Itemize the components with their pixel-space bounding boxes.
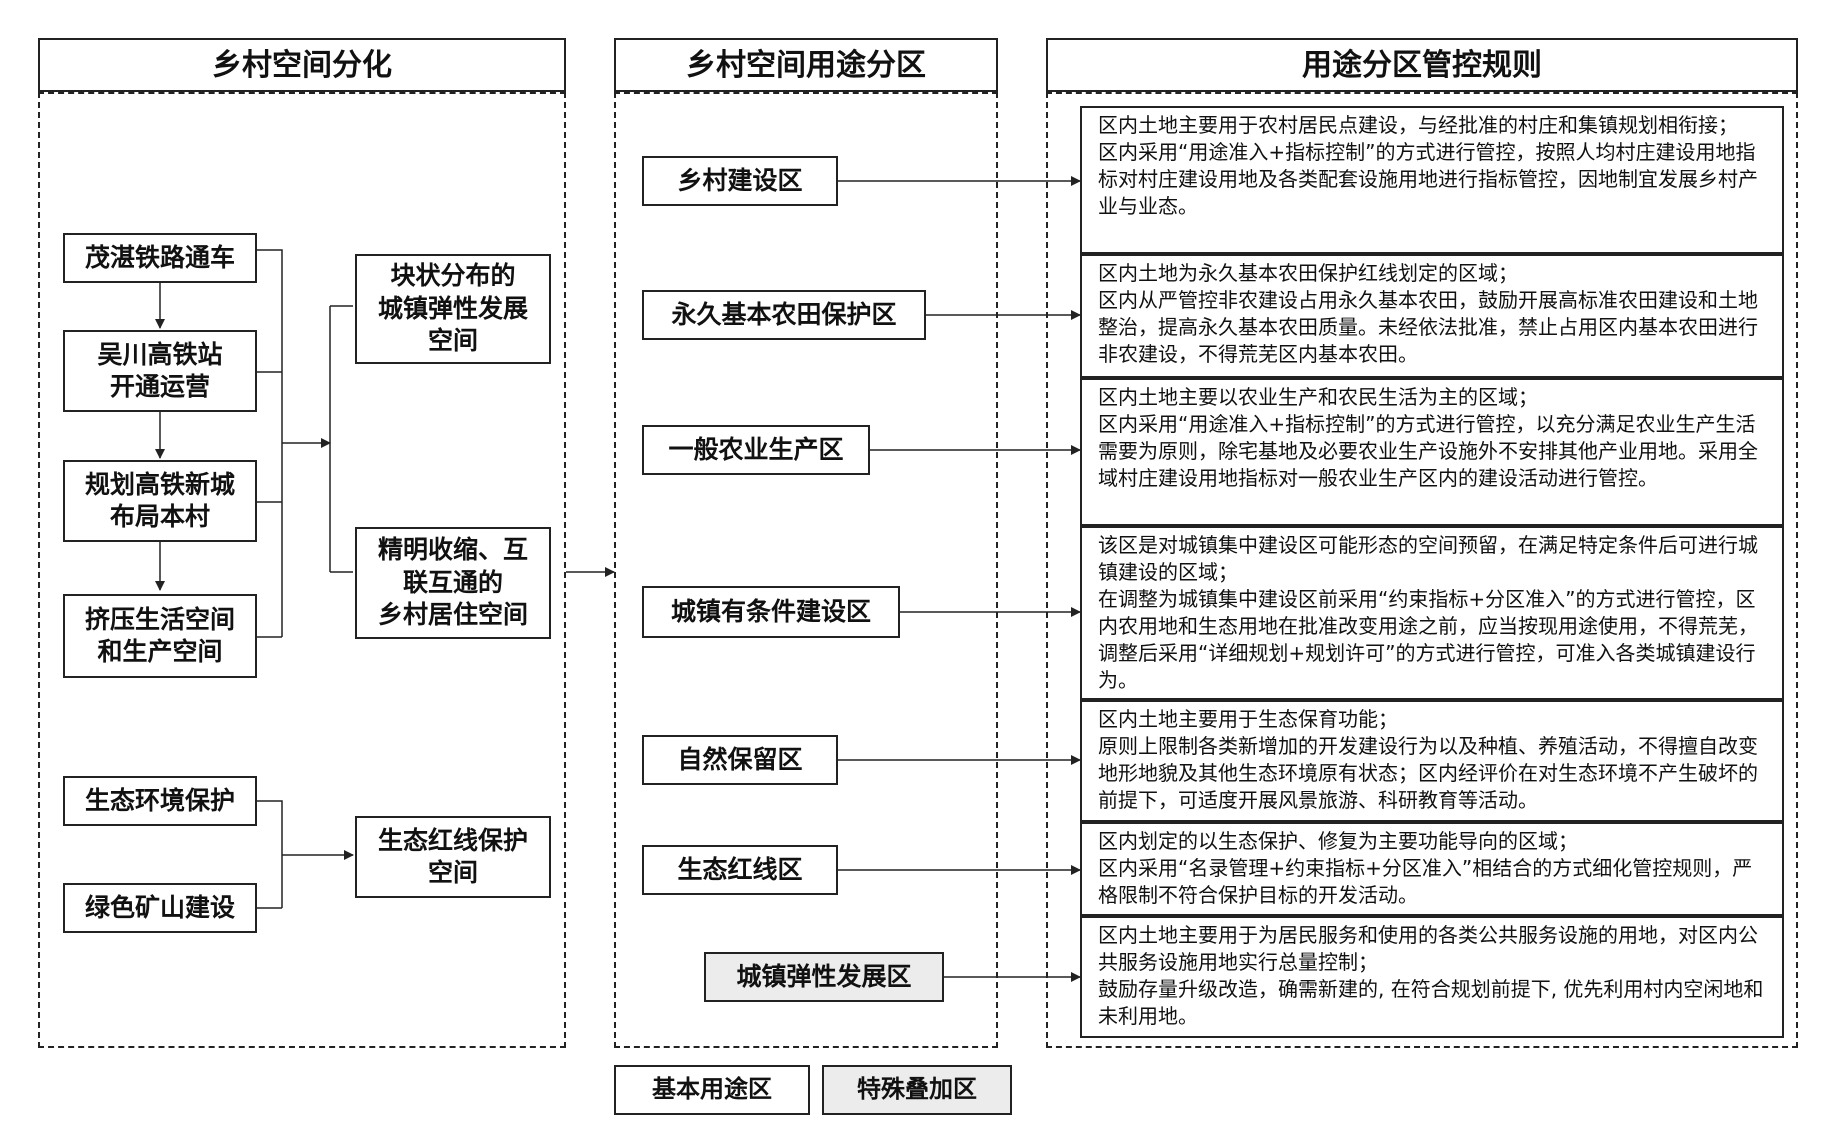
outcome-rural-residential: 精明收缩、互 联互通的 乡村居住空间 [355,527,551,639]
driver-new-town-plan: 规划高铁新城 布局本村 [63,460,257,542]
zone-eco-redline: 生态红线区 [642,845,838,895]
driver-eco-protection: 生态环境保护 [63,776,257,826]
rule-nature-reserve: 区内土地主要用于生态保育功能； 原则上限制各类新增加的开发建设行为以及种植、养殖… [1080,700,1784,822]
rule-basic-farmland: 区内土地为永久基本农田保护红线划定的区域； 区内从严管控非农建设占用永久基本农田… [1080,254,1784,378]
legend-special-overlay: 特殊叠加区 [822,1065,1012,1115]
legend-basic-zone: 基本用途区 [614,1065,810,1115]
header-middle: 乡村空间用途分区 [614,38,998,92]
rule-rural-construction: 区内土地主要用于农村居民点建设，与经批准的村庄和集镇规划相衔接； 区内采用“用途… [1080,106,1784,254]
zone-general-agriculture: 一般农业生产区 [642,425,870,475]
driver-bracket [256,249,283,638]
zone-nature-reserve: 自然保留区 [642,735,838,785]
zone-urban-flexible: 城镇弹性发展区 [704,952,944,1002]
outcome-eco-redline: 生态红线保护 空间 [355,816,551,898]
rule-eco-redline: 区内划定的以生态保护、修复为主要功能导向的区域； 区内采用“名录管理+约束指标+… [1080,822,1784,916]
zone-basic-farmland: 永久基本农田保护区 [642,290,926,340]
eco-bracket [256,800,283,909]
driver-maozhan-railway: 茂湛铁路通车 [63,233,257,283]
header-left: 乡村空间分化 [38,38,566,92]
zone-rural-construction: 乡村建设区 [642,156,838,206]
outcome-split [329,305,353,573]
panel-right [1046,92,1798,1048]
rule-urban-flexible: 区内土地主要用于为居民服务和使用的各类公共服务设施的用地，对区内公共服务设施用地… [1080,916,1784,1038]
zone-urban-conditional: 城镇有条件建设区 [642,586,900,638]
driver-green-mine: 绿色矿山建设 [63,883,257,933]
header-right: 用途分区管控规则 [1046,38,1798,92]
rule-urban-conditional: 该区是对城镇集中建设区可能形态的空间预留，在满足特定条件后可进行城镇建设的区域；… [1080,526,1784,700]
panel-left [38,92,566,1048]
outcome-urban-flexible: 块状分布的 城镇弹性发展 空间 [355,254,551,364]
panel-middle [614,92,998,1048]
driver-squeeze-space: 挤压生活空间 和生产空间 [63,594,257,678]
rule-general-agriculture: 区内土地主要以农业生产和农民生活为主的区域； 区内采用“用途准入+指标控制”的方… [1080,378,1784,526]
driver-wuchuan-station: 吴川高铁站 开通运营 [63,330,257,412]
